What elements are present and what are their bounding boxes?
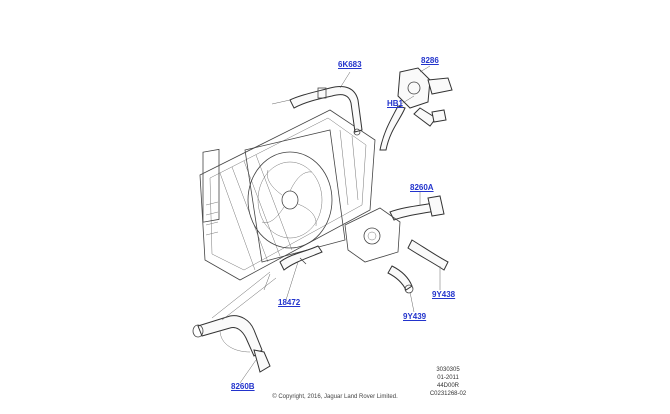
radiator-drawing <box>199 109 376 281</box>
fan-shroud-drawing <box>244 129 346 263</box>
hose-6k683-drawing <box>289 86 363 136</box>
callout-8260b[interactable]: 8260B <box>231 382 255 391</box>
callout-hb1[interactable]: HB1 <box>387 99 404 108</box>
hose-9y439-drawing <box>387 265 414 294</box>
callout-6k683[interactable]: 6K683 <box>338 60 362 69</box>
callout-8286[interactable]: 8286 <box>421 56 439 65</box>
hose-8260a-drawing <box>389 195 445 221</box>
callout-9y438[interactable]: 9Y438 <box>432 290 456 299</box>
callout-9y439[interactable]: 9Y439 <box>403 312 427 321</box>
thermostat-housing-drawing <box>379 67 453 151</box>
hose-18472-drawing <box>279 245 323 271</box>
callout-8260a[interactable]: 8260A <box>410 183 434 192</box>
reference-line: 3030305 <box>436 367 460 373</box>
hose-8260b-drawing <box>192 315 271 373</box>
callout-18472[interactable]: 18472 <box>278 298 301 307</box>
reference-line: 44D00R <box>436 383 459 389</box>
hose-9y438-drawing <box>407 239 449 271</box>
water-pump-drawing <box>344 207 401 263</box>
callout-leaders <box>239 65 441 384</box>
reference-line: C0231268-02 <box>429 391 467 397</box>
guide-lines <box>211 99 291 321</box>
copyright-notice: © Copyright, 2016, Jaguar Land Rover Lim… <box>272 394 398 400</box>
reference-line: 01-2011 <box>437 375 459 381</box>
reference-block: 3030305 01-2011 44D00R C0231268-02 <box>418 366 478 398</box>
